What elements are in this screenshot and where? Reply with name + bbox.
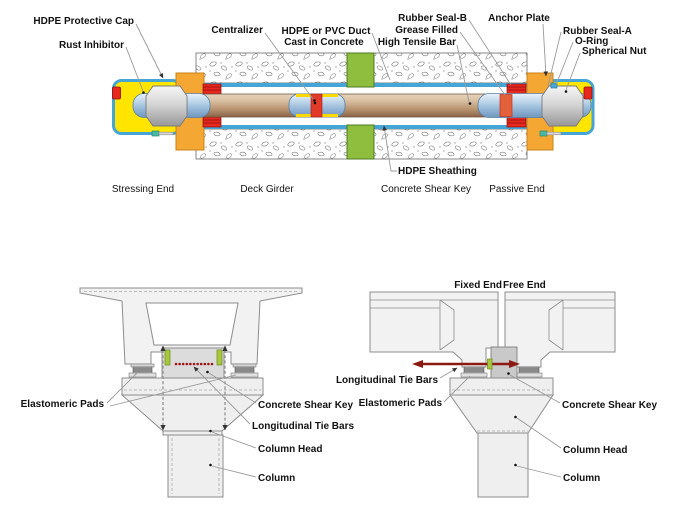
spherical-nut-right <box>541 85 584 127</box>
longitudinal-tie-bar <box>412 358 520 370</box>
box-girder-void <box>145 302 239 346</box>
assembly-leaders <box>125 19 581 172</box>
zone-stressing-end: Stressing End <box>112 184 174 195</box>
label-grease-filled: Grease Filled <box>395 25 458 36</box>
vertical-tie-bars <box>160 345 228 431</box>
label-anchor-plate: Anchor Plate <box>488 13 550 24</box>
label-elastomeric-pads-right: Elastomeric Pads <box>359 398 443 409</box>
label-longitudinal-tie-bars-right: Longitudinal Tie Bars <box>336 375 438 386</box>
label-free-end: Free End <box>503 280 546 291</box>
label-column-head-right: Column Head <box>563 445 627 456</box>
rubber-seal-a-right <box>583 86 593 100</box>
label-concrete-shear-key-right: Concrete Shear Key <box>562 400 657 411</box>
bearing-left <box>128 363 157 378</box>
screw-left <box>151 130 174 137</box>
label-concrete-shear-key-left: Concrete Shear Key <box>258 400 353 411</box>
label-column-right: Column <box>563 473 600 484</box>
label-hdpe-protective-cap: HDPE Protective Cap <box>33 16 134 27</box>
rubber-seal-a-left <box>112 86 121 100</box>
girder-detail-lines <box>370 299 615 351</box>
label-fixed-end: Fixed End <box>454 280 502 291</box>
centralizer <box>288 93 346 118</box>
assembly-section: HDPE Protective Cap Rust Inhibitor Centr… <box>33 13 647 195</box>
transverse-leaders <box>106 366 257 478</box>
bearing-free <box>515 366 543 378</box>
longitudinal-section: Fixed End Free End Longitudinal Tie Bars… <box>336 280 657 498</box>
label-column-left: Column <box>258 473 295 484</box>
label-column-head-left: Column Head <box>258 444 322 455</box>
spherical-nut-left <box>145 85 188 127</box>
zone-deck-girder: Deck Girder <box>240 184 294 195</box>
girder-fixed-end <box>369 291 499 368</box>
tie-bar-dots <box>174 362 214 366</box>
column-head-ledge <box>162 430 223 436</box>
o-ring <box>550 82 558 89</box>
label-rust-inhibitor: Rust Inhibitor <box>59 40 124 51</box>
screw-right <box>539 130 562 137</box>
column <box>167 434 224 498</box>
bearing-right <box>230 363 259 378</box>
label-elastomeric-pads-left: Elastomeric Pads <box>21 399 105 410</box>
label-o-ring: O-Ring <box>575 36 608 47</box>
joint-block-upper <box>346 52 375 88</box>
key-pad-left <box>164 349 171 366</box>
bearing-fixed <box>460 366 488 378</box>
label-hdpe-sheathing: HDPE Sheathing <box>398 166 477 177</box>
girder-free-end <box>504 291 616 368</box>
key-pad-right <box>216 349 223 366</box>
label-high-tensile-bar: High Tensile Bar <box>378 37 456 48</box>
column-right <box>477 432 529 498</box>
label-duct-line1: HDPE or PVC Duct <box>282 26 372 37</box>
label-rubber-seal-b: Rubber Seal-B <box>398 13 467 24</box>
longitudinal-leaders <box>439 367 562 478</box>
label-duct-line2: Cast in Concrete <box>284 37 364 48</box>
shear-key <box>161 347 225 379</box>
seal-band-right <box>499 94 513 117</box>
label-longitudinal-tie-bars-left: Longitudinal Tie Bars <box>252 421 354 432</box>
label-spherical-nut: Spherical Nut <box>582 46 647 57</box>
zone-passive-end: Passive End <box>489 184 545 195</box>
column-head-plate <box>121 377 264 396</box>
label-rubber-seal-a: Rubber Seal-A <box>563 26 632 37</box>
column-head-taper-right <box>449 394 554 434</box>
transverse-section: Elastomeric Pads Concrete Shear Key Long… <box>21 287 354 498</box>
joint-block-lower <box>346 124 375 160</box>
column-head-taper <box>120 394 265 432</box>
label-centralizer: Centralizer <box>211 25 263 36</box>
zone-concrete-shear-key: Concrete Shear Key <box>381 184 471 195</box>
